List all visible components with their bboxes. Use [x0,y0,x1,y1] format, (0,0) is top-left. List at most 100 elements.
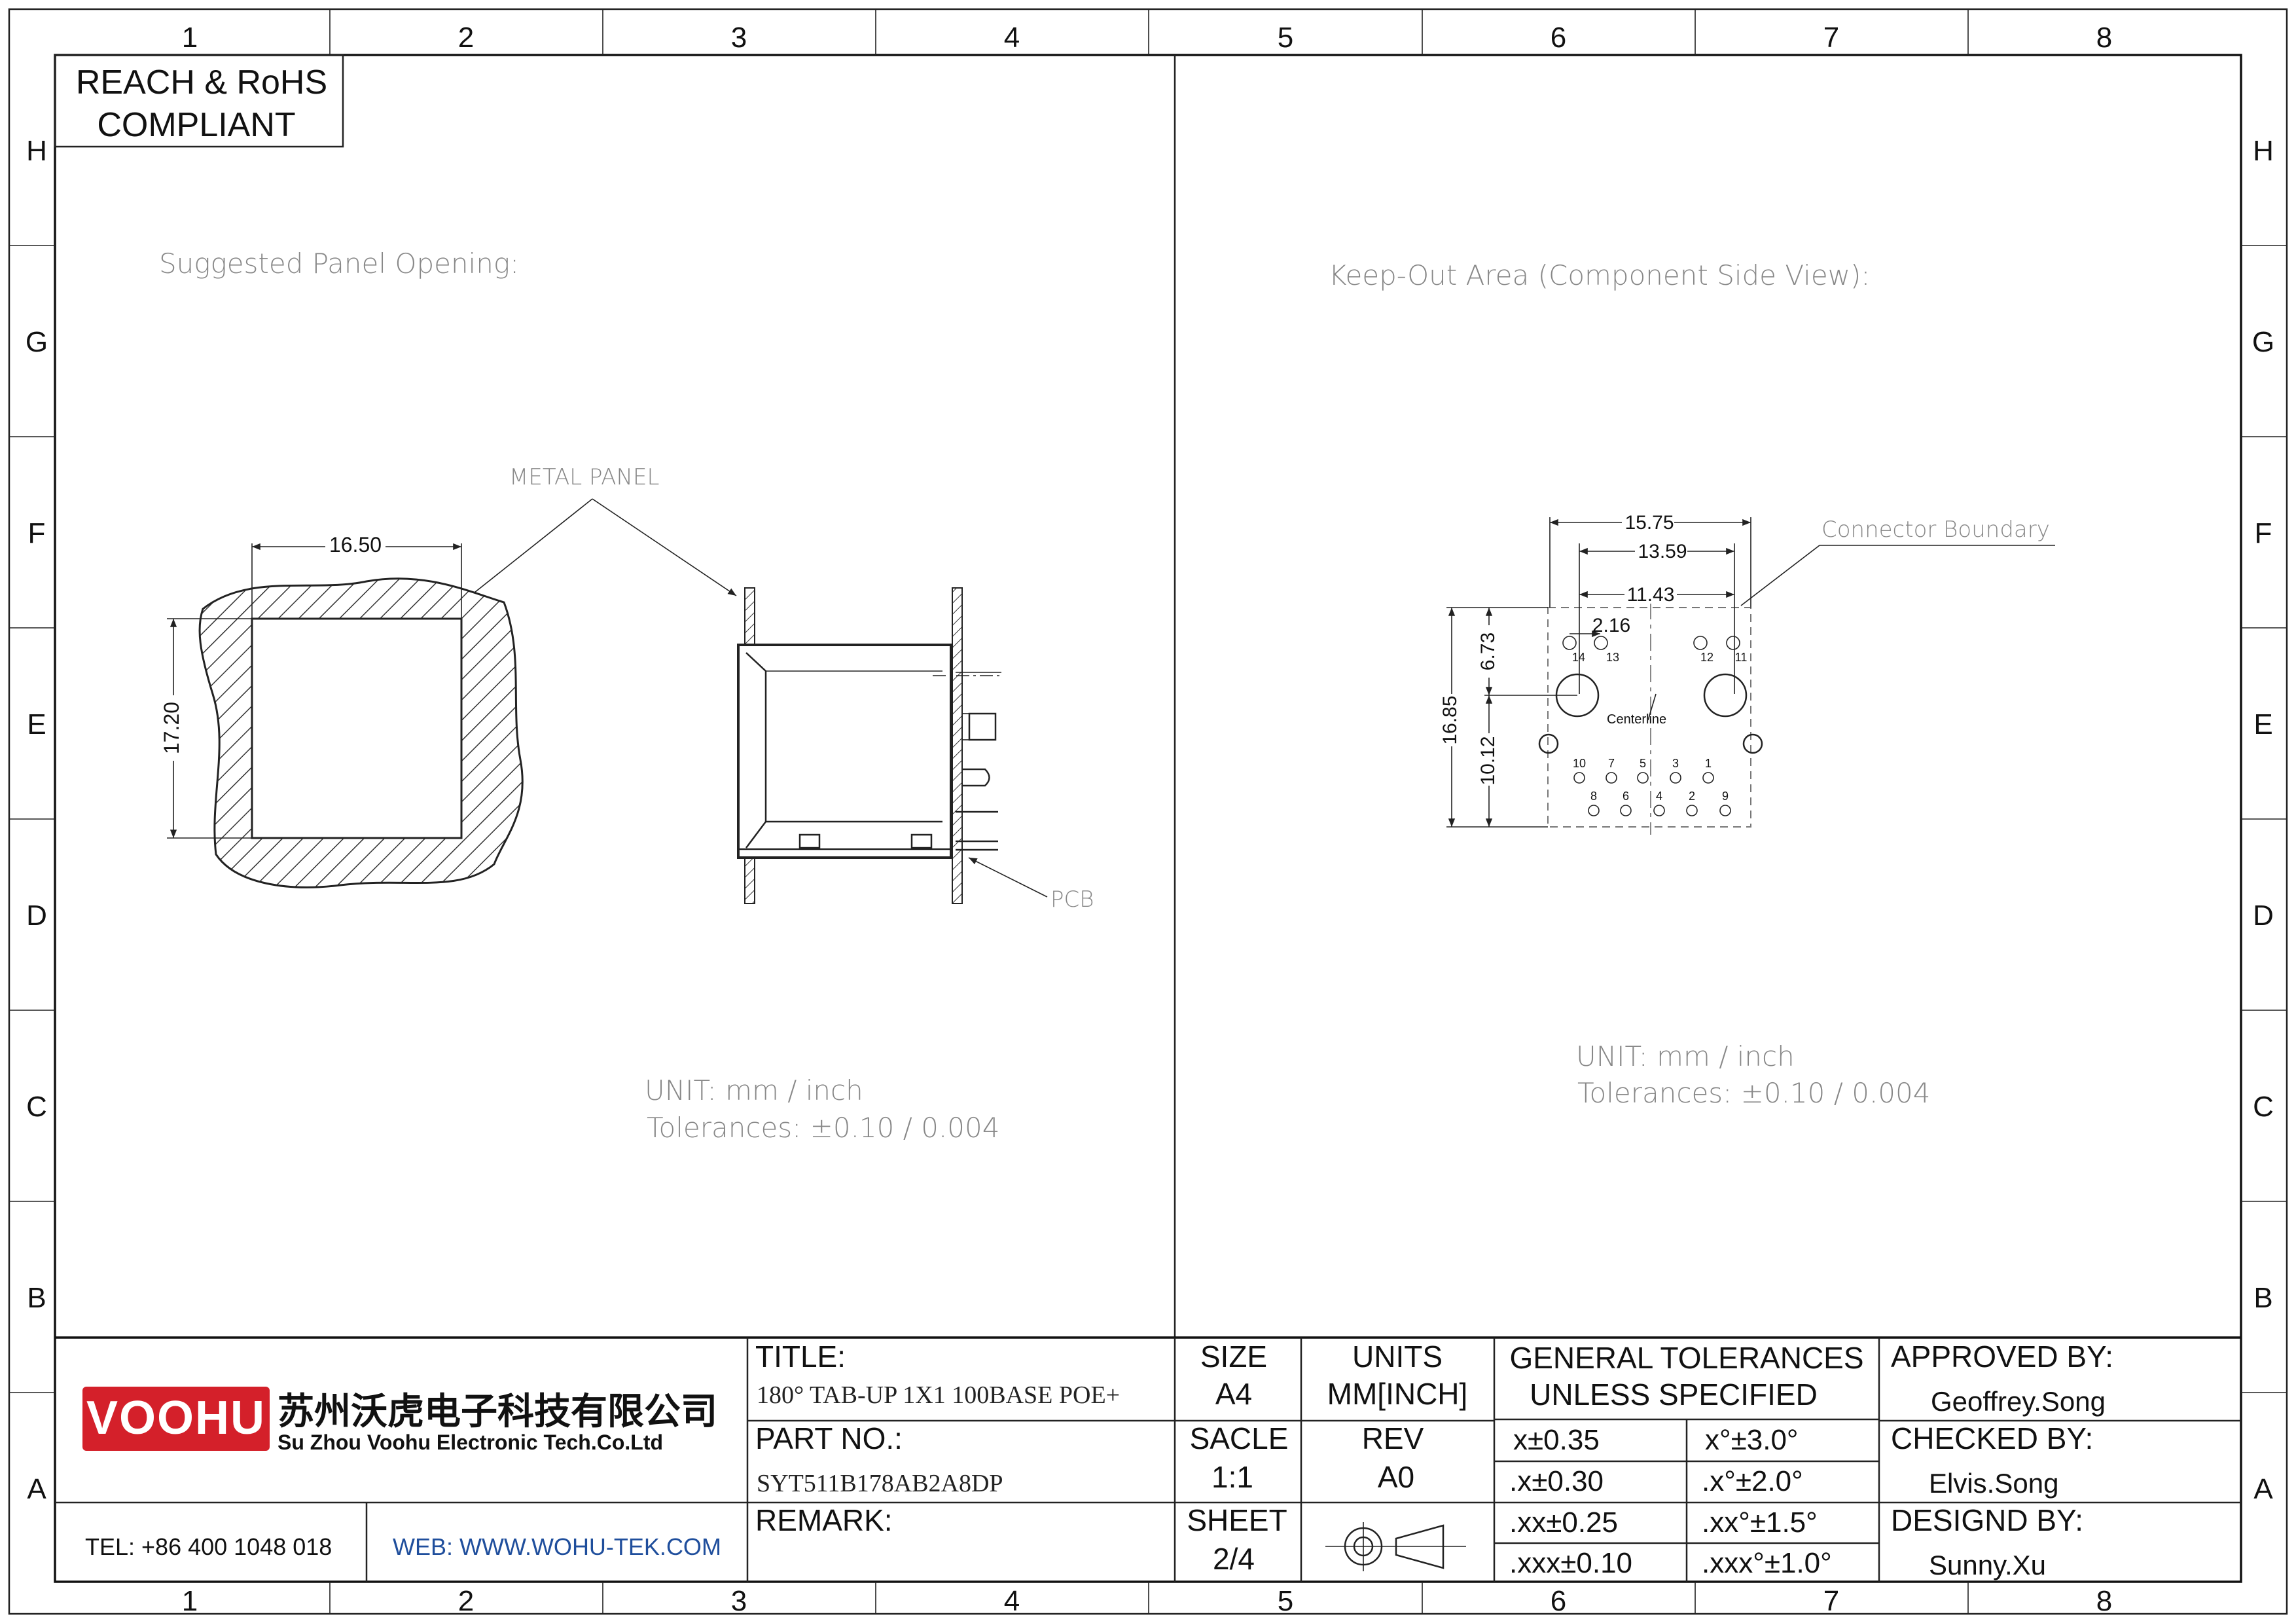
scale-label: SACLE [1190,1421,1289,1455]
tol-xxx-angle: .xxx°±1.0° [1702,1547,1832,1579]
row-label: B [2253,1282,2272,1314]
col-label: 8 [2096,1585,2112,1617]
size-value: A4 [1215,1377,1252,1411]
col-label: 6 [1551,1585,1566,1617]
tol-xx: .xx±0.25 [1509,1506,1618,1539]
dim-bg [160,695,187,761]
tol-x: x±0.35 [1513,1424,1600,1456]
right-unit-text: UNIT: mm / inch [1576,1040,1795,1072]
part-label: PART NO.: [755,1421,903,1455]
centerline-label: Centerline [1607,712,1666,727]
compliance-box [54,54,344,148]
row-label: C [26,1091,47,1123]
outer-border [8,8,2288,1615]
row-label: H [26,135,47,167]
right-tolerance-text: Tolerances: ±0.10 / 0.004 [1577,1077,1930,1109]
left-unit-text: UNIT: mm / inch [645,1074,863,1106]
rev-label: REV [1362,1421,1424,1455]
row-label: A [2253,1473,2273,1505]
keep-out-area [1547,607,1751,828]
dim-bg [1622,512,1674,532]
row-label: D [2253,900,2274,932]
centerline-leader [1647,693,1657,721]
dim-bg [1635,541,1687,560]
pin-number: 13 [1606,651,1619,664]
tol-x1: .x±0.30 [1509,1465,1604,1497]
col-label: 3 [731,22,747,54]
tol-xx-angle: .xx°±1.5° [1702,1506,1818,1539]
column-labels-top: 1 2 3 4 5 6 7 8 [182,22,2112,54]
col-label: 4 [1004,1585,1020,1617]
projection-symbol-icon [1325,1522,1466,1571]
size-label: SIZE [1200,1340,1267,1374]
dim-13-59-label: 13.59 [1638,541,1687,562]
approved-label: APPROVED BY: [1891,1340,2113,1374]
col-label: 4 [1004,22,1020,54]
tol-x1-angle: .x°±2.0° [1702,1465,1803,1497]
compliance-line1: REACH & RoHS [76,64,327,101]
pin-number: 12 [1700,651,1713,664]
pin-number: 1 [1705,757,1712,770]
title-block-grid [55,1336,2241,1582]
row-label: A [27,1473,46,1505]
voohu-logo [82,1387,270,1451]
sheet-value: 2/4 [1213,1542,1255,1576]
metal-panel-label: METAL PANEL [509,464,659,490]
row-label: G [2252,326,2274,358]
pin-number: 2 [1689,790,1695,803]
row-label: E [2253,708,2272,740]
left-view-heading: Suggested Panel Opening: [159,247,519,280]
row-labels-left: H G F E D C B A [26,135,48,1505]
general-tolerances-line1: GENERAL TOLERANCES [1509,1341,1863,1375]
design-label: DESIGND BY: [1891,1503,2083,1537]
part-value: SYT511B178AB2A8DP [757,1470,1003,1497]
row-label: F [2255,517,2272,549]
design-value: Sunny.Xu [1929,1550,2046,1580]
pin-number: 10 [1573,757,1586,770]
column-labels-bottom: 1 2 3 4 5 6 7 8 [182,1585,2112,1617]
general-tolerances-line2: UNLESS SPECIFIED [1530,1377,1818,1412]
title-value: 180° TAB-UP 1X1 100BASE POE+ [757,1381,1120,1409]
pin-numbers: 14 13 12 11 10 7 5 3 1 8 6 4 2 9 [1572,651,1747,803]
units-label: UNITS [1352,1340,1443,1374]
logo-text: VOOHU [86,1392,266,1444]
col-label: 5 [1278,22,1293,54]
col-label: 1 [182,22,198,54]
pin-number: 6 [1623,790,1629,803]
col-label: 1 [182,1585,198,1617]
approved-value: Geoffrey.Song [1931,1386,2106,1417]
col-label: 2 [458,1585,474,1617]
tol-x-angle: x°±3.0° [1705,1424,1799,1456]
leader-line [1740,545,1820,606]
right-view-heading: Keep-Out Area (Component Side View): [1329,259,1871,291]
col-label: 7 [1823,1585,1839,1617]
dim-16-85-label: 16.85 [1439,695,1461,744]
leader-line [474,498,593,593]
scale-value: 1:1 [1211,1460,1253,1494]
dim-17-20-label: 17.20 [160,702,183,754]
col-label: 6 [1551,22,1566,54]
dim-bg [325,532,386,555]
col-label: 8 [2096,22,2112,54]
company-name-en: Su Zhou Voohu Electronic Tech.Co.Ltd [278,1431,663,1454]
dim-bg [1478,733,1501,786]
pin-number: 11 [1735,651,1748,664]
pin-number: 3 [1672,757,1679,770]
pcb-label: PCB [1050,886,1094,913]
pin-number: 9 [1722,790,1729,803]
checked-value: Elvis.Song [1929,1468,2058,1499]
col-label: 7 [1823,22,1839,54]
row-label: G [26,326,48,358]
title-label: TITLE: [755,1340,846,1374]
col-label: 2 [458,22,474,54]
compliance-line2: COMPLIANT [97,106,295,144]
remark-label: REMARK: [755,1503,893,1537]
zone-ticks [9,9,2287,1614]
web-link[interactable]: WEB: WWW.WOHU-TEK.COM [393,1533,721,1560]
tel-text: TEL: +86 400 1048 018 [85,1533,332,1560]
row-label: E [27,708,46,740]
pcb-leader [968,857,1048,898]
checked-label: CHECKED BY: [1891,1421,2093,1455]
dim-2-16-label: 2.16 [1592,615,1630,636]
